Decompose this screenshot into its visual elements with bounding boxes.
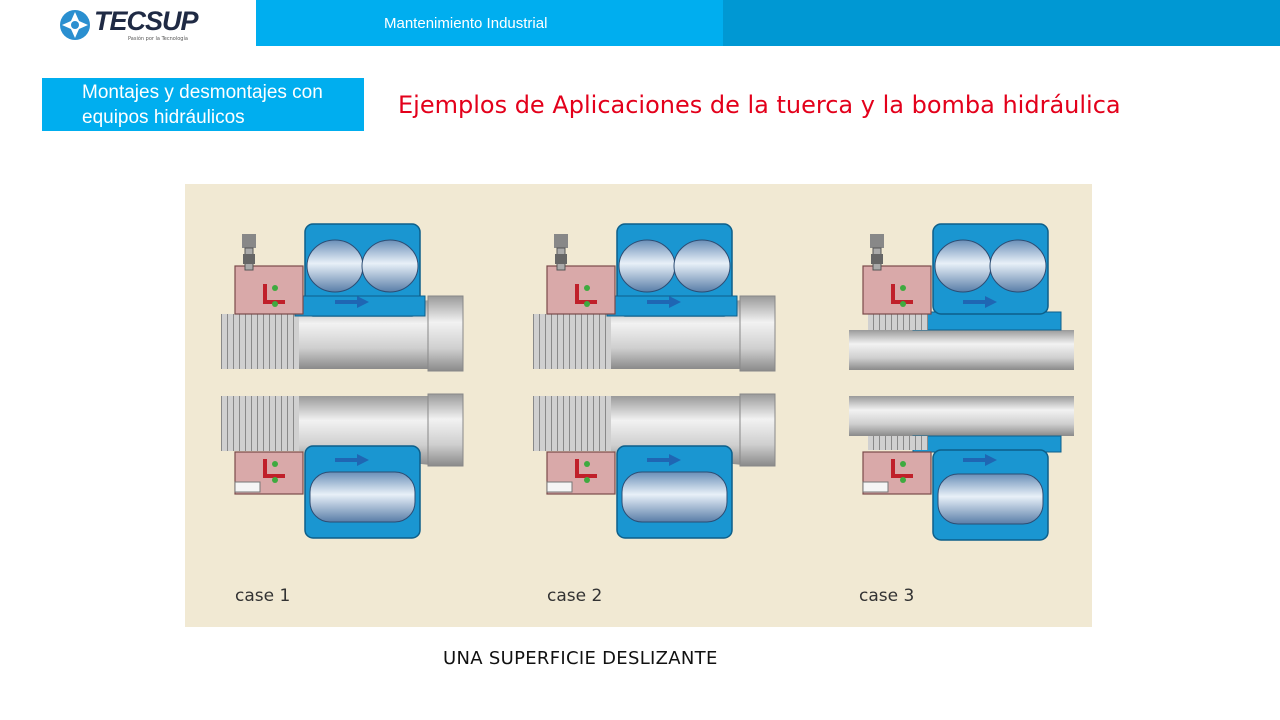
tecsup-logo-icon xyxy=(60,10,90,40)
case-1-label: case 1 xyxy=(235,586,290,606)
header-title: Mantenimiento Industrial xyxy=(384,15,548,32)
diagram-caption: UNA SUPERFICIE DESLIZANTE xyxy=(443,648,718,669)
section-label: Montajes y desmontajes con equipos hidrá… xyxy=(82,82,323,128)
case-3-label: case 3 xyxy=(859,586,914,606)
header-bar xyxy=(256,0,723,46)
hydraulic-nut-diagram: case 1 case 2 case 3 xyxy=(185,184,1092,627)
logo-wordmark: TECSUP xyxy=(94,6,199,36)
logo-tagline: Pasión por la Tecnología xyxy=(128,36,188,42)
case-2-label: case 2 xyxy=(547,586,602,606)
header-bar-accent xyxy=(723,0,1280,46)
tecsup-logo: TECSUP Pasión por la Tecnología xyxy=(58,6,238,46)
section-tag: Montajes y desmontajes con equipos hidrá… xyxy=(42,78,364,131)
page-title: Ejemplos de Aplicaciones de la tuerca y … xyxy=(398,91,1121,119)
